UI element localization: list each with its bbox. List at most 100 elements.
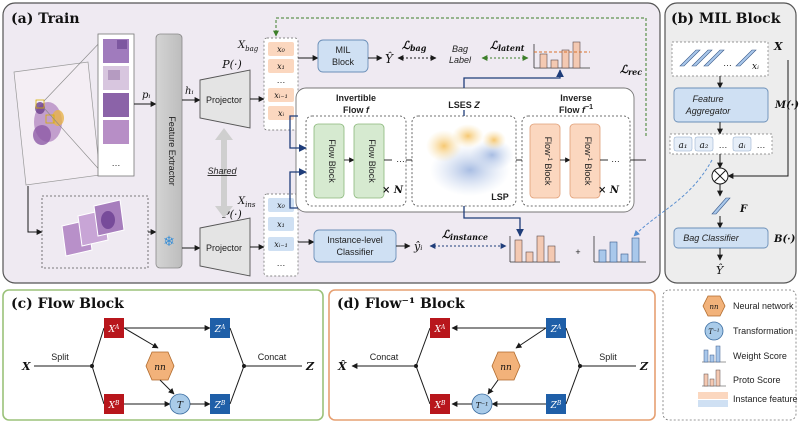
inv-zb-box — [546, 394, 566, 414]
ins-token-i-1: xᵢ₋₁ — [274, 240, 288, 249]
svg-text:…: … — [396, 154, 405, 164]
shared-label: Shared — [207, 166, 237, 176]
svg-text:Invertible: Invertible — [336, 93, 376, 103]
shared-arrow: Shared — [207, 128, 238, 218]
svg-text:Flow f: Flow f — [343, 105, 370, 115]
flow-xb: XB — [108, 400, 120, 411]
inv-concat: Concat — [370, 352, 399, 362]
legend-nn: nn — [709, 303, 719, 311]
panel-train-title: (a) Train — [11, 11, 80, 27]
bag-token-1: x₁ — [277, 62, 285, 71]
svg-text:Block: Block — [332, 57, 355, 67]
multiply-node — [711, 167, 729, 185]
projector-top: Projector P(·) — [199, 58, 251, 129]
p-func-top: P(·) — [221, 58, 241, 71]
projector-bottom: Projector P(·) — [199, 208, 251, 277]
inv-flow-block-1: Flow-1 Block — [543, 137, 553, 186]
inv-za-box — [546, 318, 566, 338]
bag-feature-f — [711, 197, 731, 215]
bag-classifier-label: Bag Classifier — [683, 233, 740, 243]
flow-za: ZA — [214, 324, 226, 335]
panel-train: (a) Train … pᵢ — [2, 2, 661, 284]
flow-xb-box — [104, 394, 124, 414]
flow-xa: XA — [108, 324, 120, 335]
legend-instance-feature: Instance feature — [733, 394, 798, 404]
inv-split: Split — [599, 352, 617, 362]
legend-transformation: Transformation — [733, 326, 793, 336]
legend-t-icon — [704, 321, 724, 341]
bag-token-i: xᵢ — [278, 109, 285, 118]
legend-neural-network: Neural network — [733, 301, 794, 311]
svg-text:Classifier: Classifier — [336, 247, 373, 257]
bag-token-ellipsis: … — [277, 75, 286, 85]
legend: nn Neural network T⁻¹ Transformation Wei… — [662, 289, 798, 421]
flow-concat: Concat — [258, 352, 287, 362]
svg-text:Feature: Feature — [692, 94, 723, 104]
plus-sign: + — [575, 247, 580, 257]
legend-proto-icon — [702, 369, 726, 387]
panel-inv-title: (d) Flow⁻¹ Block — [337, 296, 465, 312]
bag-label-1: Bag — [452, 44, 468, 54]
instance-classifier: Instance-level Classifier — [313, 229, 397, 263]
projector-bottom-label: Projector — [206, 243, 242, 253]
l-rec: ℒrec — [620, 63, 642, 77]
times-n-2: × N — [598, 185, 620, 196]
patch-column: … — [97, 33, 135, 177]
zoom-lines — [43, 37, 105, 176]
svg-text:Aggregator: Aggregator — [685, 106, 732, 116]
svg-text:…: … — [611, 154, 620, 164]
b-func: B(·) — [773, 234, 796, 245]
flow-split: Split — [51, 352, 69, 362]
inv-xb: XB — [434, 400, 446, 411]
legend-instance-blue — [698, 400, 728, 407]
flow-t: T — [177, 401, 184, 411]
flow-xa-box — [104, 318, 124, 338]
flow-block-1: Flow Block — [327, 139, 337, 183]
mil-x: X — [773, 40, 783, 53]
weight-ellipsis: … — [719, 140, 728, 150]
times-n-1: × N — [382, 185, 404, 196]
l-instance: ℒinstance — [442, 228, 488, 242]
inv-x-hat: X̂ — [337, 360, 347, 373]
feature-extractor: Feature Extractor ❄ — [155, 33, 183, 269]
svg-text:…: … — [723, 58, 732, 68]
y-hat-train: Ŷ — [385, 51, 394, 66]
pi-label: pᵢ — [142, 90, 150, 101]
ins-token-ellipsis: … — [277, 258, 286, 268]
mil-y-hat: Ŷ — [716, 263, 725, 277]
weight-a2: a₂ — [700, 141, 709, 151]
svg-text:LSES Z: LSES Z — [448, 100, 480, 110]
panel-inverse-flow-block: (d) Flow⁻¹ Block X̂ Concat XA XB nn T⁻¹ … — [328, 289, 656, 421]
mil-block-train: MIL Block — [317, 39, 369, 73]
augmented-patches — [41, 195, 149, 269]
weight-score-bottom — [593, 236, 646, 263]
legend-t-inv: T⁻¹ — [708, 328, 719, 336]
legend-proto-score: Proto Score — [733, 375, 781, 385]
feature-extractor-label: Feature Extractor — [167, 116, 177, 186]
bag-classifier: Bag Classifier B(·) — [673, 227, 796, 249]
instance-tokens: x₀ x₁ xᵢ₋₁ … — [263, 193, 299, 277]
panel-flow-title: (c) Flow Block — [11, 296, 124, 312]
flow-za-box — [210, 318, 230, 338]
lsp-label: LSP — [491, 192, 509, 202]
attention-weights: a₁ a₂ … aᵢ … — [669, 133, 773, 155]
inv-za: ZA — [550, 324, 562, 335]
inv-xb-box — [430, 394, 450, 414]
mil-f: F — [739, 204, 748, 215]
mil-xi: xᵢ — [752, 62, 759, 72]
m-func: M(·) — [774, 100, 799, 111]
weight-ai: aᵢ — [738, 141, 745, 151]
inv-flow-block-2: Flow-1 Block — [583, 137, 593, 186]
legend-instance-orange — [698, 392, 728, 399]
panel-flow-block: (c) Flow Block X Split XA XB nn T ZA ZB … — [2, 289, 324, 421]
snowflake-icon: ❄ — [163, 234, 175, 250]
flow-z: Z — [305, 360, 315, 373]
panel-mil: (b) MIL Block X … xᵢ Feature Aggregator … — [664, 2, 799, 284]
whole-slide-image — [13, 61, 101, 186]
legend-weight-score: Weight Score — [733, 351, 787, 361]
inv-xa: XA — [434, 324, 446, 335]
legend-nn-icon — [702, 295, 726, 317]
weight-a1: a₁ — [679, 141, 688, 151]
inv-xa-box — [430, 318, 450, 338]
